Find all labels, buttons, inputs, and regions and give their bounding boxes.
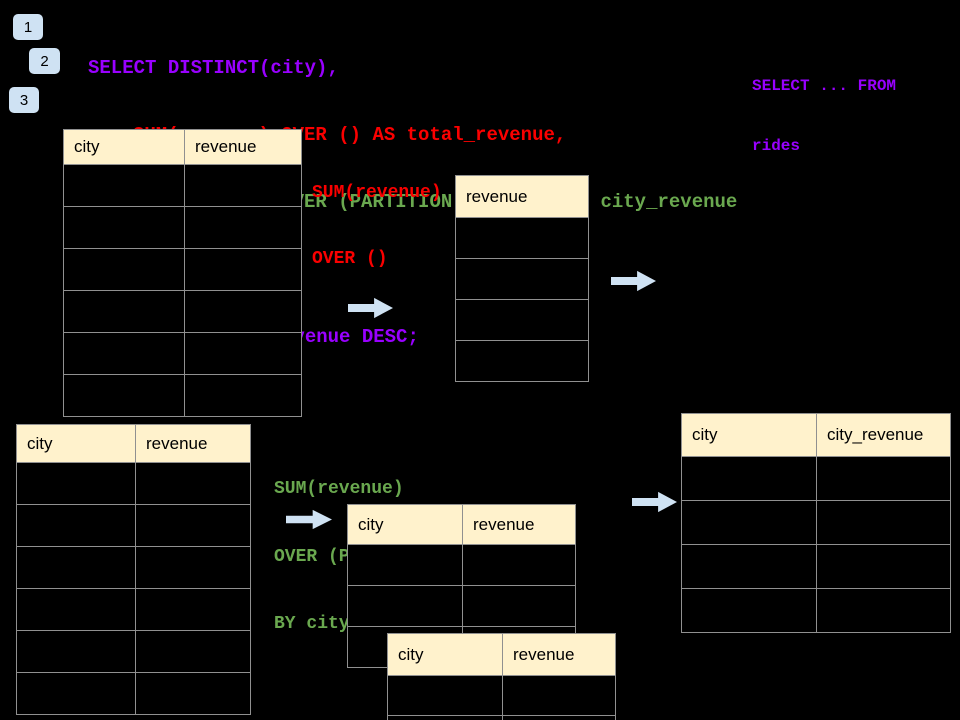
label-sum-over-partition-line-1: SUM(revenue) <box>274 479 404 499</box>
side-note-line-2: rides <box>752 137 801 155</box>
table-source-bottom: city revenue <box>16 424 251 715</box>
table-total-result: revenue <box>455 175 589 382</box>
empty-table-cell <box>64 207 185 249</box>
side-note-line-1: SELECT ... FROM <box>752 77 897 95</box>
empty-table-cell <box>17 589 136 631</box>
empty-table-cell <box>456 300 589 341</box>
empty-table-cell <box>463 545 576 586</box>
table-source-top-header-revenue: revenue <box>185 130 302 165</box>
empty-table-cell <box>64 291 185 333</box>
empty-table-cell <box>682 501 817 545</box>
step-badge-1: 1 <box>13 14 43 40</box>
empty-table-cell <box>17 631 136 673</box>
empty-table-cell <box>136 547 251 589</box>
empty-table-cell <box>463 586 576 627</box>
table-partition-back-header-city: city <box>348 505 463 545</box>
empty-table-cell <box>136 631 251 673</box>
empty-table-cell <box>185 375 302 417</box>
empty-table-cell <box>185 333 302 375</box>
empty-table-cell <box>388 716 503 720</box>
sql-line-select: SELECT DISTINCT(city), <box>88 56 339 79</box>
empty-table-cell <box>682 457 817 501</box>
empty-table-cell <box>503 716 616 720</box>
empty-table-cell <box>185 249 302 291</box>
empty-table-cell <box>17 505 136 547</box>
table-total-result-header-revenue: revenue <box>456 176 589 218</box>
table-partition-back-header-revenue: revenue <box>463 505 576 545</box>
step-badge-3-label: 3 <box>19 91 29 109</box>
empty-table-cell <box>388 676 503 716</box>
empty-table-cell <box>456 259 589 300</box>
empty-table-cell <box>817 545 951 589</box>
empty-table-cell <box>348 586 463 627</box>
table-final-result-header-city: city <box>682 414 817 457</box>
empty-table-cell <box>817 589 951 633</box>
step-badge-3: 3 <box>9 87 39 113</box>
empty-table-cell <box>64 333 185 375</box>
label-sum-over-total: SUM(revenue) OVER () <box>312 138 442 314</box>
table-final-result: city city_revenue <box>681 413 951 633</box>
table-source-top: city revenue <box>63 129 302 417</box>
table-source-bottom-header-city: city <box>17 425 136 463</box>
empty-table-cell <box>136 673 251 715</box>
empty-table-cell <box>185 291 302 333</box>
table-partition-front: city revenue <box>387 633 616 720</box>
table-final-result-header-city-revenue: city_revenue <box>817 414 951 457</box>
empty-table-cell <box>456 341 589 382</box>
arrow-right-icon <box>632 491 677 513</box>
label-sum-over-total-line-1: SUM(revenue) <box>312 183 442 203</box>
empty-table-cell <box>185 207 302 249</box>
empty-table-cell <box>185 165 302 207</box>
table-partition-front-header-revenue: revenue <box>503 634 616 676</box>
step-badge-1-label: 1 <box>23 18 33 36</box>
label-sum-over-total-line-2: OVER () <box>312 249 388 269</box>
empty-table-cell <box>817 457 951 501</box>
step-badge-2: 2 <box>29 48 60 74</box>
side-note-select-from-rides: SELECT ... FROM rides <box>752 36 896 196</box>
empty-table-cell <box>17 463 136 505</box>
empty-table-cell <box>64 165 185 207</box>
empty-table-cell <box>136 463 251 505</box>
table-partition-front-header-city: city <box>388 634 503 676</box>
step-badge-2-label: 2 <box>40 52 49 70</box>
table-source-top-header-city: city <box>64 130 185 165</box>
table-source-bottom-header-revenue: revenue <box>136 425 251 463</box>
empty-table-cell <box>682 545 817 589</box>
empty-table-cell <box>136 589 251 631</box>
label-sum-over-partition-line-3: BY city) <box>274 614 361 634</box>
empty-table-cell <box>817 501 951 545</box>
empty-table-cell <box>456 218 589 259</box>
empty-table-cell <box>64 249 185 291</box>
empty-table-cell <box>17 547 136 589</box>
empty-table-cell <box>17 673 136 715</box>
empty-table-cell <box>503 676 616 716</box>
empty-table-cell <box>682 589 817 633</box>
empty-table-cell <box>64 375 185 417</box>
empty-table-cell <box>136 505 251 547</box>
empty-table-cell <box>348 545 463 586</box>
